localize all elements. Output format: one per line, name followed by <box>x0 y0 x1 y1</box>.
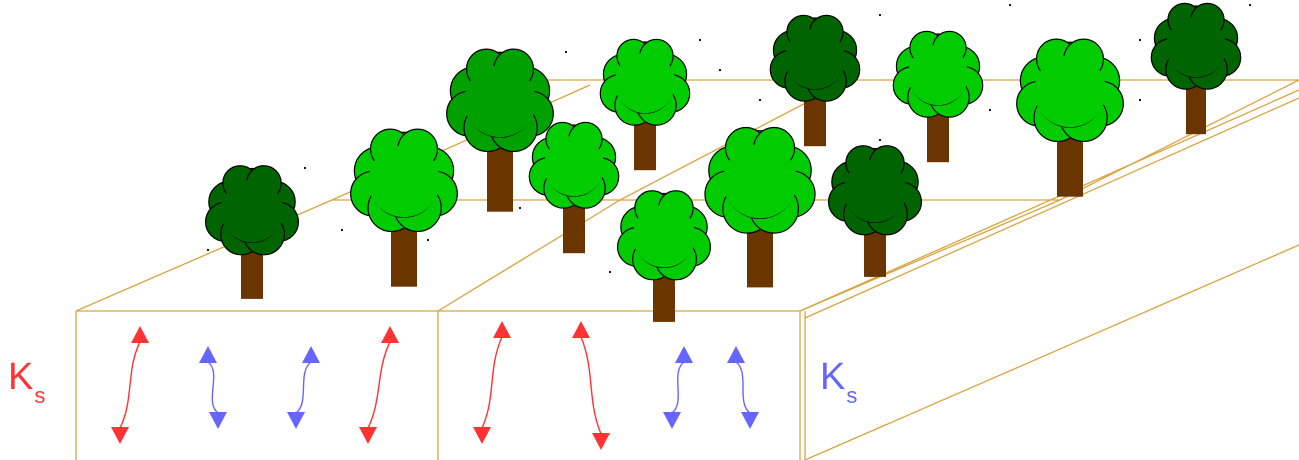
tree-group <box>204 2 1242 322</box>
tree <box>1016 38 1124 197</box>
tree-canopy <box>892 30 984 118</box>
ks-left-label: Ks <box>8 356 45 407</box>
arrow-head-up <box>493 321 511 338</box>
arrow-head-up <box>199 346 217 363</box>
tree <box>528 121 620 254</box>
arrow-head-down <box>592 433 610 450</box>
speckle-dot <box>1138 98 1142 102</box>
tree-trunk <box>563 193 585 254</box>
speckle-dot <box>206 248 210 252</box>
tree-canopy <box>599 38 691 126</box>
speckle-dot <box>1008 3 1012 7</box>
arrow-head-down <box>287 412 305 429</box>
flux-arrow <box>287 346 320 429</box>
tree <box>599 38 691 171</box>
tree-canopy <box>528 121 620 209</box>
speckle-dot <box>988 108 992 112</box>
ks-left-main: K <box>8 356 34 398</box>
tree-canopy <box>769 14 861 102</box>
box-edge <box>437 199 621 312</box>
speckle-dot <box>878 138 882 142</box>
speckle-dot <box>608 270 612 274</box>
tree <box>769 14 861 147</box>
ks-right-label: Ks <box>820 356 857 407</box>
box-edge <box>804 244 1299 460</box>
tree-canopy <box>446 48 554 153</box>
tree-trunk <box>634 110 656 171</box>
speckle-dot <box>518 206 522 210</box>
arrow-head-up <box>572 321 590 338</box>
tree-canopy <box>1150 2 1242 90</box>
arrow-head-down <box>209 412 227 429</box>
tree <box>827 145 923 277</box>
ks-right-subscript: s <box>846 383 858 408</box>
speckle-dot <box>340 228 344 232</box>
arrow-head-down <box>473 427 491 444</box>
arrow-group <box>111 321 759 450</box>
speckle-dot <box>426 238 430 242</box>
tree-trunk <box>804 86 826 147</box>
speckle-dot <box>718 68 722 72</box>
arrow-head-up <box>675 346 693 363</box>
tree <box>350 128 458 287</box>
speckle-dot <box>1138 38 1142 42</box>
speckle-dot <box>698 38 702 42</box>
tree-canopy <box>827 145 923 236</box>
arrow-head-down <box>111 427 129 444</box>
box-edge <box>1059 79 1299 201</box>
tree <box>704 126 816 288</box>
tree-canopy <box>204 165 300 256</box>
ks-right-main: K <box>820 356 846 398</box>
flux-arrow <box>199 346 227 429</box>
speckle-dots <box>206 3 1252 274</box>
tree-trunk <box>927 102 949 163</box>
speckle-dot <box>303 166 307 170</box>
arrow-head-up <box>131 326 149 343</box>
arrow-head-up <box>302 346 320 363</box>
flux-arrow <box>572 321 610 450</box>
flux-arrow <box>663 346 693 429</box>
tree-canopy <box>350 128 458 233</box>
arrow-head-down <box>663 412 681 429</box>
arrow-head-down <box>741 412 759 429</box>
arrow-head-up <box>381 326 399 343</box>
tree <box>446 48 554 212</box>
flux-arrow <box>727 346 759 429</box>
tree-trunk <box>1186 74 1206 135</box>
flux-arrow <box>359 326 399 444</box>
flux-arrow <box>111 326 149 444</box>
tree <box>1150 2 1242 135</box>
tree-canopy <box>704 126 816 234</box>
ks-left-subscript: s <box>34 383 46 408</box>
flux-arrow <box>473 321 511 444</box>
speckle-dot <box>878 13 882 17</box>
speckle-dot <box>758 98 762 102</box>
tree <box>616 190 712 322</box>
tree <box>892 30 984 163</box>
tree-canopy <box>1016 38 1124 143</box>
speckle-dot <box>564 50 568 54</box>
tree-canopy <box>616 190 712 281</box>
box-edge <box>804 97 1299 319</box>
arrow-head-down <box>359 427 377 444</box>
arrow-head-up <box>727 346 745 363</box>
speckle-dot <box>1248 3 1252 7</box>
tree <box>204 165 300 299</box>
